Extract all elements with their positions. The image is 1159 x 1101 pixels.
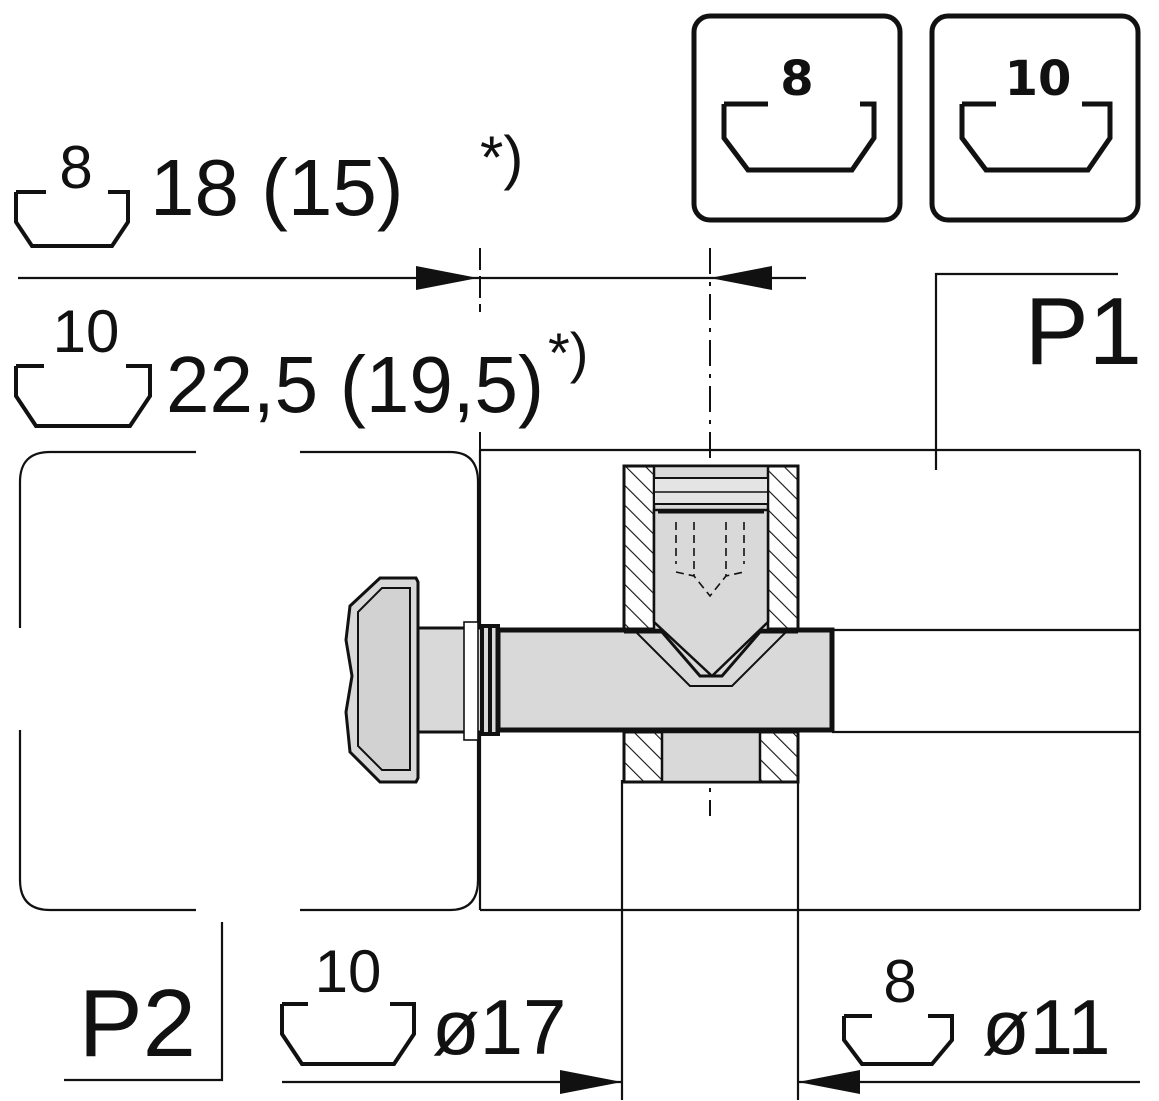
t-slot-icon — [842, 1014, 954, 1066]
bore-dimension-right: 8 ø11 — [798, 948, 1140, 1094]
connector-assembly — [344, 464, 835, 784]
profile-p2-label: P2 — [64, 922, 224, 1082]
bore-diameter: ø11 — [982, 983, 1111, 1071]
slot-size-label: 8 — [59, 134, 92, 201]
dimension-second-label: 10 22,5 (19,5) *) — [14, 298, 588, 429]
t-slot-icon — [721, 101, 877, 173]
slot-size-label: 8 — [883, 948, 916, 1015]
dimension-value: 22,5 (19,5) — [166, 340, 544, 429]
lower-bushing — [622, 730, 800, 784]
slot-badge-label: 10 — [1005, 51, 1072, 107]
set-screw — [624, 508, 798, 687]
bore-diameter: ø17 — [432, 983, 566, 1071]
slot-badge-label: 8 — [780, 51, 813, 107]
bore-dimension-left: 10 ø17 — [280, 938, 622, 1094]
slot-size-label: 10 — [315, 938, 382, 1005]
profile-p1-label: P1 — [934, 272, 1142, 470]
footnote-mark: *) — [480, 124, 523, 191]
profile-label-text: P1 — [1025, 278, 1142, 385]
footnote-mark: *) — [548, 321, 588, 384]
slot-badge-8: 8 — [691, 13, 903, 223]
dimension-value: 18 (15) — [150, 143, 403, 232]
t-slot-icon — [959, 101, 1113, 173]
dimension-top-label: 8 18 (15) *) — [14, 124, 523, 248]
dimension-line-top — [18, 266, 806, 290]
t-slot-icon — [280, 1002, 416, 1066]
bolt-shaft — [495, 627, 835, 733]
profile-label-text: P2 — [79, 970, 196, 1077]
t-slot-icon — [14, 364, 152, 428]
slot-badge-10: 10 — [929, 13, 1141, 223]
slot-size-label: 10 — [53, 298, 120, 365]
t-slot-icon — [14, 190, 130, 248]
